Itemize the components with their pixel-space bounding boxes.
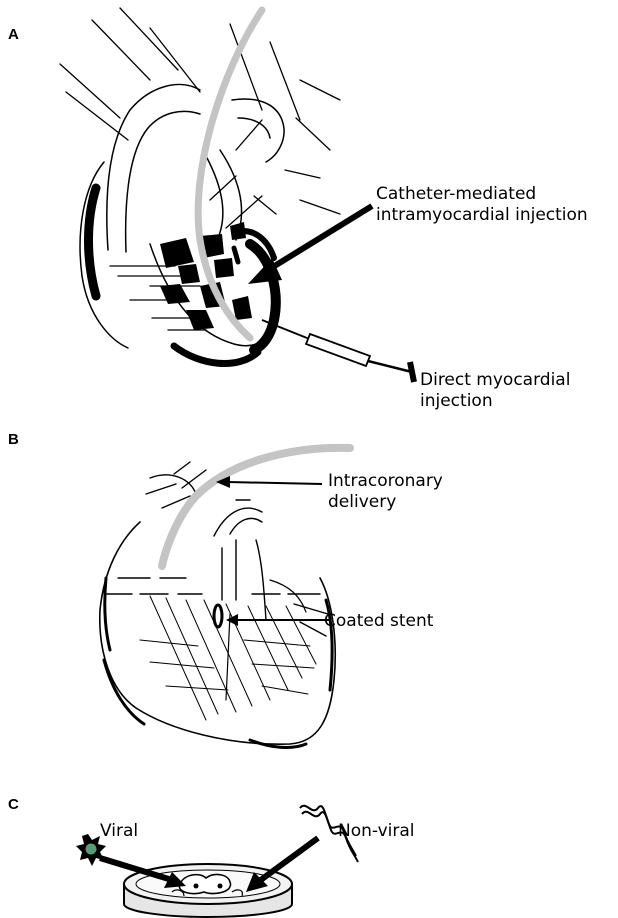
syringe [262, 320, 414, 382]
coated-stent [214, 605, 222, 627]
dna-strand-icon [300, 806, 358, 862]
intracoronary-pointer-arrow [216, 476, 322, 488]
stent-pointer-arrow [226, 614, 330, 626]
intracoronary-catheter [162, 448, 350, 566]
